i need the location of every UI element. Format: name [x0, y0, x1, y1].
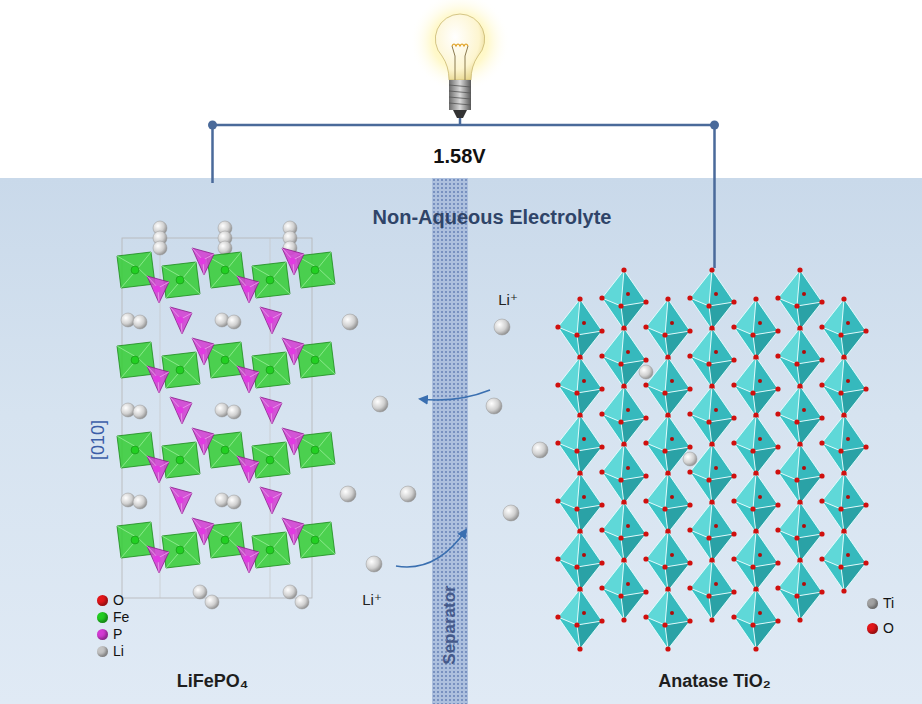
separator-band: Separator	[432, 178, 468, 704]
light-bulb	[410, 0, 510, 125]
circuit-wire	[213, 125, 715, 268]
anode-electrode: Anatase TiO₂	[547, 268, 882, 695]
atom-swatch	[97, 595, 108, 606]
legend-entry: O	[867, 621, 894, 635]
electrode-label: Anatase TiO₂	[658, 671, 771, 692]
atom-swatch	[97, 646, 108, 657]
legend-text: Ti	[883, 596, 894, 610]
electrode-label: LiFePO₄	[177, 671, 249, 692]
legend-entry: Fe	[97, 610, 129, 624]
electrolyte-band: SeparatorLiFePO₄ Anatase TiO₂ Non-Aqueous …	[0, 178, 922, 704]
legend-entry: Ti	[867, 596, 894, 610]
legend-entry: Li	[97, 644, 124, 658]
anatase-crystal	[555, 267, 868, 651]
atom-swatch	[97, 629, 108, 640]
legend-text: Li	[113, 644, 124, 658]
atom-swatch	[97, 612, 108, 623]
axis-label: [010]	[88, 420, 109, 460]
legend-entry: O	[97, 593, 124, 607]
wire-junction	[710, 121, 719, 130]
voltage-label: 1.58V	[433, 145, 485, 168]
ion-label: Li⁺	[362, 591, 382, 608]
legend-text: P	[113, 627, 122, 641]
atom-swatch	[867, 623, 878, 634]
legend-text: O	[883, 621, 894, 635]
legend-entry: P	[97, 627, 122, 641]
legend-text: O	[113, 593, 124, 607]
wire-junction	[208, 121, 217, 130]
legend-text: Fe	[113, 610, 129, 624]
circuit-wire-group	[208, 121, 719, 269]
lifepo4-crystal	[117, 221, 335, 609]
ion-label: Li⁺	[498, 291, 518, 308]
separator-label: Separator	[440, 585, 460, 664]
region-title: Non-Aqueous Electrolyte	[373, 206, 612, 229]
lithium-ions	[340, 314, 548, 572]
ion-flow-arrows	[396, 390, 490, 567]
atom-swatch	[867, 598, 878, 609]
